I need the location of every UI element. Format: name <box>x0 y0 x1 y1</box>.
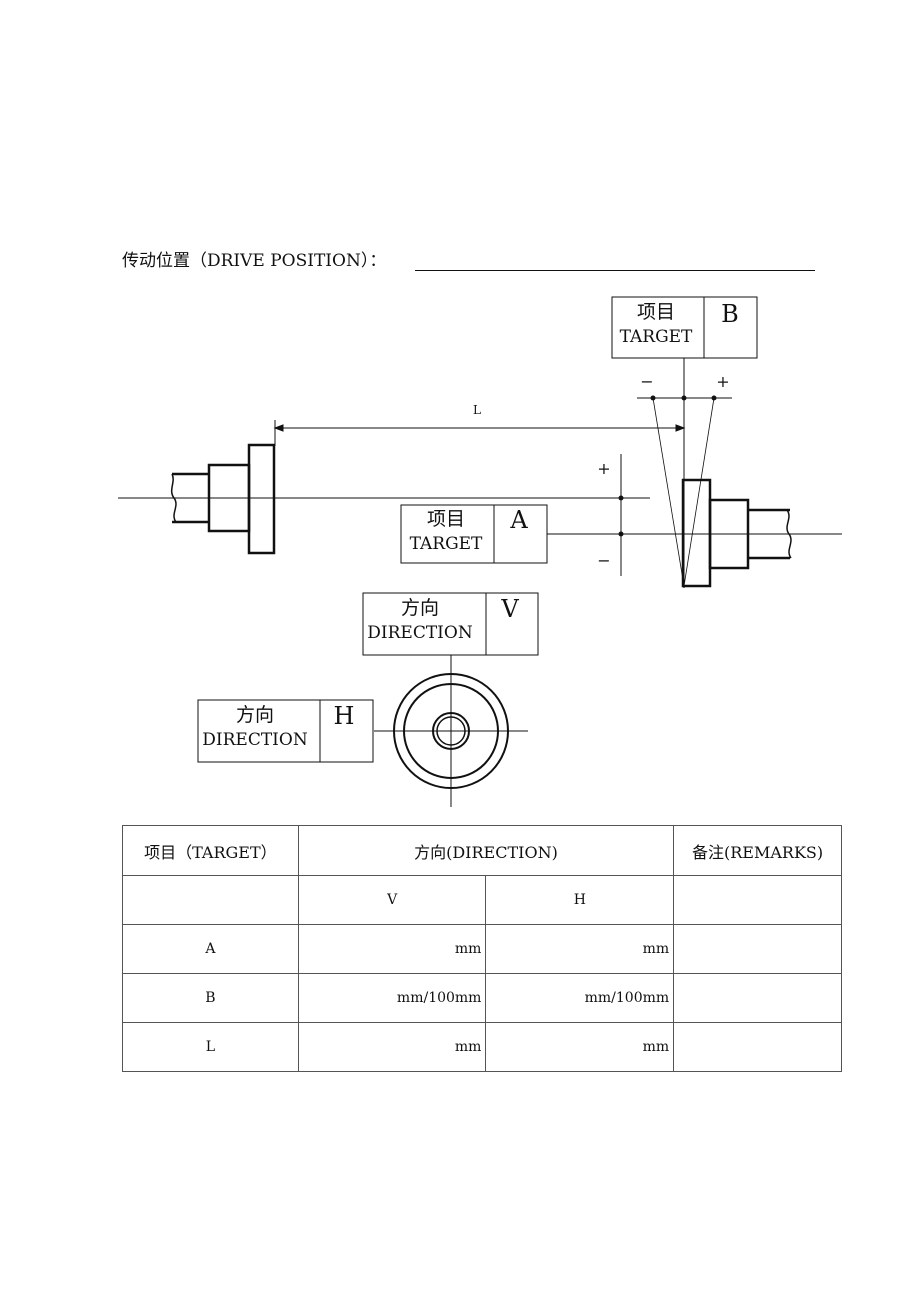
drive-position-blank-line <box>415 270 815 271</box>
row-remarks[interactable] <box>673 924 842 974</box>
box-b-letter: B <box>721 300 739 328</box>
table-subheader-row: V H <box>122 875 842 925</box>
header-remarks: 备注(REMARKS) <box>673 825 842 876</box>
a-point-bottom <box>618 531 624 537</box>
row-v-value[interactable]: mm <box>297 924 487 974</box>
row-h-value[interactable]: mm <box>485 1022 675 1072</box>
box-target-b: 项目 TARGET B <box>611 296 758 359</box>
table-row: B mm/100mm mm/100mm <box>122 973 842 1023</box>
box-b-cn: 项目 <box>637 301 675 323</box>
box-h-letter: H <box>334 702 355 730</box>
left-shaft-coupling <box>170 443 276 555</box>
subheader-remarks-empty[interactable] <box>673 875 842 925</box>
b-minus-sign: − <box>640 372 653 391</box>
box-b-en: TARGET <box>620 327 693 347</box>
row-remarks[interactable] <box>673 1022 842 1072</box>
dimension-l <box>273 420 686 446</box>
alignment-table: 项目（TARGET） 方向(DIRECTION) 备注(REMARKS) V H… <box>122 825 842 1072</box>
row-v-value[interactable]: mm <box>297 1022 487 1072</box>
box-v-letter: V <box>500 595 519 623</box>
table-row: L mm mm <box>122 1022 842 1072</box>
box-h-en: DIRECTION <box>202 730 308 750</box>
b-point-plus <box>711 395 717 401</box>
table-row: A mm mm <box>122 924 842 974</box>
box-a-cn: 项目 <box>427 508 465 530</box>
box-target-a: 项目 TARGET A <box>400 504 548 564</box>
box-a-letter: A <box>509 506 528 534</box>
subheader-h: H <box>485 875 675 925</box>
box-h-cn: 方向 <box>236 704 274 726</box>
right-shaft-coupling <box>681 478 792 588</box>
row-h-value[interactable]: mm/100mm <box>485 973 675 1023</box>
a-plus-sign: + <box>597 459 610 478</box>
dimension-l-label: L <box>473 403 481 417</box>
subheader-v: V <box>297 875 487 925</box>
row-remarks[interactable] <box>673 973 842 1023</box>
subheader-empty[interactable] <box>122 875 299 925</box>
box-direction-h: 方向 DIRECTION H <box>197 699 374 763</box>
a-point-top <box>618 495 624 501</box>
row-item: A <box>122 924 299 974</box>
box-v-cn: 方向 <box>401 597 439 619</box>
a-minus-sign: − <box>597 551 610 570</box>
b-plus-sign: + <box>716 372 729 391</box>
a-offset-lines <box>547 454 622 576</box>
box-a-en: TARGET <box>410 534 483 554</box>
shaft-alignment-diagram: L − + 项目 TARGET B + − <box>118 296 842 807</box>
row-item: L <box>122 1022 299 1072</box>
row-v-value[interactable]: mm/100mm <box>297 973 487 1023</box>
header-direction: 方向(DIRECTION) <box>297 825 675 876</box>
header-target: 项目（TARGET） <box>122 825 299 876</box>
row-item: B <box>122 973 299 1023</box>
b-point-minus <box>650 395 656 401</box>
direction-circles <box>374 655 528 807</box>
b-angular-lines <box>637 358 732 588</box>
box-v-en: DIRECTION <box>367 623 473 643</box>
drive-position-label: 传动位置（DRIVE POSITION）： <box>122 251 387 271</box>
row-h-value[interactable]: mm <box>485 924 675 974</box>
box-direction-v: 方向 DIRECTION V <box>362 592 539 656</box>
table-header-row: 项目（TARGET） 方向(DIRECTION) 备注(REMARKS) <box>122 825 842 876</box>
b-point-center <box>681 395 687 401</box>
